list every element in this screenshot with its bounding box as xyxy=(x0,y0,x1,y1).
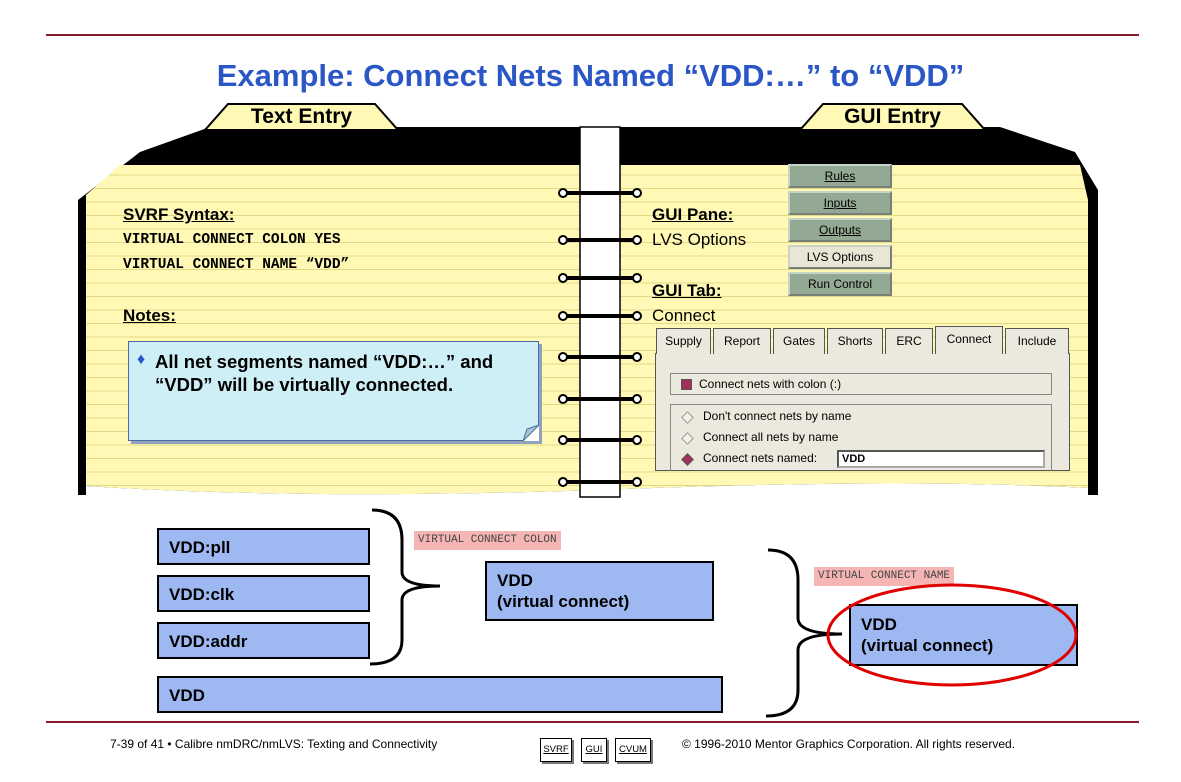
footer-page-info: 7-39 of 41 • Calibre nmDRC/nmLVS: Textin… xyxy=(110,737,438,751)
bullet-icon: ♦ xyxy=(137,351,146,368)
gui-pane-heading: GUI Pane: xyxy=(652,205,734,224)
tab-supply[interactable]: Supply xyxy=(656,328,711,354)
box-vdd-clk-label: VDD:clk xyxy=(169,585,235,604)
note-text: All net segments named “VDD:…” and “VDD”… xyxy=(155,351,494,395)
radio-option-dont-connect[interactable]: Don't connect nets by name xyxy=(703,409,852,423)
outputs-button[interactable]: Outputs xyxy=(788,218,892,242)
radio-diamond-icon[interactable] xyxy=(681,411,694,424)
box-vdd-pll-label: VDD:pll xyxy=(169,538,231,557)
tab-report[interactable]: Report xyxy=(713,328,771,354)
radio-diamond-icon[interactable] xyxy=(681,432,694,445)
notes-heading: Notes: xyxy=(123,306,176,325)
inputs-button[interactable]: Inputs xyxy=(788,191,892,215)
box-vdd: VDD xyxy=(157,676,723,713)
colon-checkbox-label: Connect nets with colon (:) xyxy=(699,377,842,391)
virtual-connect-1-line2: (virtual connect) xyxy=(497,592,630,611)
gui-button[interactable]: GUI xyxy=(581,738,607,762)
rules-button[interactable]: Rules xyxy=(788,164,892,188)
bottom-rule xyxy=(46,721,1139,723)
top-rule xyxy=(46,34,1139,36)
colon-checkbox-row[interactable]: Connect nets with colon (:) xyxy=(670,373,1052,395)
net-name-field[interactable]: VDD xyxy=(837,450,1045,468)
box-virtual-connect-1: VDD (virtual connect) xyxy=(485,561,714,621)
gui-tab-heading: GUI Tab: xyxy=(652,281,722,300)
cvum-button[interactable]: CVUM xyxy=(615,738,651,762)
radio-selected-icon[interactable] xyxy=(681,453,694,466)
radio-option-connect-all[interactable]: Connect all nets by name xyxy=(703,430,839,444)
virtual-connect-2-line1: VDD xyxy=(861,615,897,634)
radio-group: Don't connect nets by name Connect all n… xyxy=(670,404,1052,471)
virtual-connect-1-line1: VDD xyxy=(497,571,533,590)
tab-connect[interactable]: Connect xyxy=(935,326,1003,354)
tab-include[interactable]: Include xyxy=(1005,328,1069,354)
svrf-button[interactable]: SVRF xyxy=(540,738,572,762)
syntax-line-2: VIRTUAL CONNECT NAME “VDD” xyxy=(123,257,350,273)
tab-erc[interactable]: ERC xyxy=(885,328,933,354)
syntax-line-1: VIRTUAL CONNECT COLON YES xyxy=(123,232,341,248)
box-vdd-addr: VDD:addr xyxy=(157,622,370,659)
tab-gui-entry[interactable]: GUI Entry xyxy=(844,105,941,128)
gui-pane-value: LVS Options xyxy=(652,230,747,249)
tab-shorts[interactable]: Shorts xyxy=(827,328,883,354)
radio-option-connect-named[interactable]: Connect nets named: xyxy=(703,451,818,465)
box-vdd-clk: VDD:clk xyxy=(157,575,370,612)
checkbox-checked-icon[interactable] xyxy=(681,379,692,390)
page-curl-icon xyxy=(523,425,539,441)
lvs-options-button[interactable]: LVS Options xyxy=(788,245,892,269)
virtual-connect-2-line2: (virtual connect) xyxy=(861,636,994,655)
box-vdd-label: VDD xyxy=(169,686,205,705)
box-vdd-addr-label: VDD:addr xyxy=(169,632,248,651)
bracket-graphics xyxy=(369,508,1078,718)
svrf-syntax-heading: SVRF Syntax: xyxy=(123,205,235,224)
virtual-connect-colon-label: VIRTUAL CONNECT COLON xyxy=(414,531,561,550)
run-control-button[interactable]: Run Control xyxy=(788,272,892,296)
tab-text-entry[interactable]: Text Entry xyxy=(250,105,353,128)
footer-copyright: © 1996-2010 Mentor Graphics Corporation.… xyxy=(682,737,1016,751)
page-title: Example: Connect Nets Named “VDD:…” to “… xyxy=(216,58,965,93)
tab-gates[interactable]: Gates xyxy=(773,328,825,354)
net-name-value: VDD xyxy=(842,453,866,465)
box-vdd-pll: VDD:pll xyxy=(157,528,370,565)
box-virtual-connect-2: VDD (virtual connect) xyxy=(849,604,1078,666)
virtual-connect-name-label: VIRTUAL CONNECT NAME xyxy=(814,567,955,586)
note-box: ♦ All net segments named “VDD:…” and “VD… xyxy=(128,341,539,441)
gui-tab-value: Connect xyxy=(652,306,716,325)
